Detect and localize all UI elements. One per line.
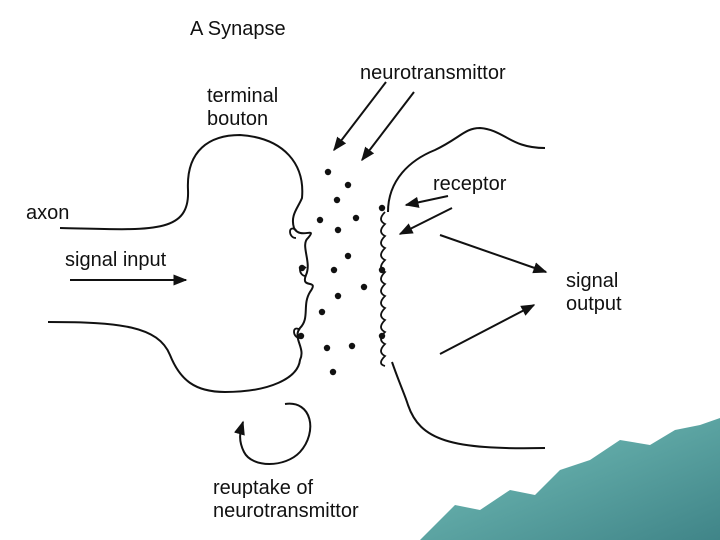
label-signal-input: signal input xyxy=(65,249,167,271)
neurotransmittor-arrow-1 xyxy=(333,81,387,152)
label-reuptake-line-2: neurotransmittor xyxy=(213,500,359,522)
postsynaptic-lower-outline xyxy=(391,361,546,450)
label-terminal-bouton: terminal bouton xyxy=(207,85,278,131)
label-reuptake: reuptake of neurotransmittor xyxy=(213,477,359,523)
label-terminal-bouton-line-1: terminal xyxy=(207,85,279,107)
label-terminal-bouton-line-2: bouton xyxy=(207,108,269,130)
receptor-wavy-membrane xyxy=(380,211,387,367)
neurotransmitter-dots xyxy=(297,168,386,376)
label-axon: axon xyxy=(26,202,70,224)
receptor-arrow-2 xyxy=(398,207,453,235)
label-signal-output-line-1: signal xyxy=(566,270,619,292)
label-signal-output-line-2: output xyxy=(566,293,622,315)
reuptake-arrow xyxy=(234,402,312,465)
diagram-title: A Synapse xyxy=(190,18,286,40)
signal-output-arrow-1 xyxy=(439,234,548,274)
diagram-arrows xyxy=(70,81,548,465)
corner-decoration xyxy=(420,418,720,540)
signal-output-arrow-2 xyxy=(439,304,536,355)
label-signal-output: signal output xyxy=(566,270,622,316)
label-reuptake-line-1: reuptake of xyxy=(213,477,314,499)
postsynaptic-upper-outline xyxy=(387,126,546,213)
neurotransmittor-arrow-2 xyxy=(361,91,415,162)
label-receptor: receptor xyxy=(433,173,507,195)
terminal-bouton-outline xyxy=(47,133,314,394)
receptor-arrow-1 xyxy=(404,195,449,208)
label-neurotransmittor: neurotransmittor xyxy=(360,62,506,84)
